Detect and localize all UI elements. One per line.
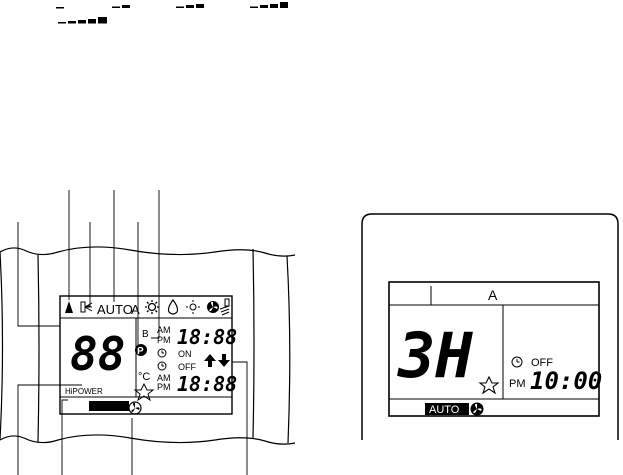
- comfort-sleep-icon: [133, 382, 155, 402]
- mode-auto-label: AUTO: [97, 302, 133, 317]
- right-remote-body: [361, 213, 619, 440]
- left-remote-body: [0, 246, 296, 445]
- fan-speed-level-1: [56, 7, 64, 9]
- left-lcd-frame: [59, 295, 233, 415]
- dry-mode-icon: [167, 298, 179, 315]
- right-lcd-frame: [388, 281, 600, 417]
- timer-off-label: OFF: [178, 362, 196, 372]
- right-fan-icon: [470, 402, 484, 416]
- right-comfort-sleep-icon: [478, 375, 500, 395]
- clock-time-digits: 18:88: [177, 325, 237, 349]
- clock-am-label: AM: [157, 325, 171, 335]
- fan-speed-bars: [56, 2, 288, 24]
- right-timer-pm-label: PM: [509, 378, 526, 390]
- right-timer-off-label: OFF: [531, 357, 553, 369]
- preset-p-icon: P: [135, 344, 147, 357]
- fan-mode-icon: [207, 301, 219, 313]
- right-auto-badge: AUTO: [425, 403, 469, 416]
- fan-speed-level-2: [112, 5, 130, 8]
- filter-icon: [219, 298, 230, 316]
- right-timer-off-clock-icon: [511, 356, 523, 368]
- fan-speed-level-3: [176, 4, 204, 8]
- timer-am-label: AM: [157, 373, 171, 383]
- heat-mode-icon: [145, 300, 159, 314]
- cooling-level-icon: [65, 301, 73, 313]
- left-temperature-digits: 88: [70, 327, 125, 381]
- fan-speed-icon: [128, 401, 142, 415]
- timer-pm-label: PM: [157, 382, 171, 392]
- sun-mode-icon: [186, 300, 200, 314]
- clock-b-label: B: [142, 329, 149, 340]
- timer-off-clock-icon: [157, 361, 167, 371]
- fan-speed-level-5: [58, 17, 107, 24]
- svg-text:AUTO: AUTO: [429, 404, 460, 416]
- auto-fan-bar: [89, 401, 129, 411]
- callout-leader-lines: [17, 190, 248, 475]
- right-big-digits: 3H: [397, 319, 473, 392]
- up-down-arrows-icon: [204, 354, 230, 367]
- timer-time-digits: 18:88: [177, 372, 237, 396]
- right-mode-a-label: A: [488, 287, 498, 303]
- temp-unit-label: °C: [138, 371, 150, 383]
- timer-on-label: ON: [178, 349, 192, 359]
- mode-a-label: A: [131, 302, 140, 317]
- timer-on-clock-icon: [157, 348, 167, 358]
- fan-speed-level-4: [250, 2, 288, 8]
- svg-text:P: P: [137, 346, 144, 357]
- right-timer-digits: 10:00: [530, 367, 602, 395]
- clock-pm-label: PM: [157, 335, 171, 345]
- hipower-label: HiPOWER: [65, 387, 103, 396]
